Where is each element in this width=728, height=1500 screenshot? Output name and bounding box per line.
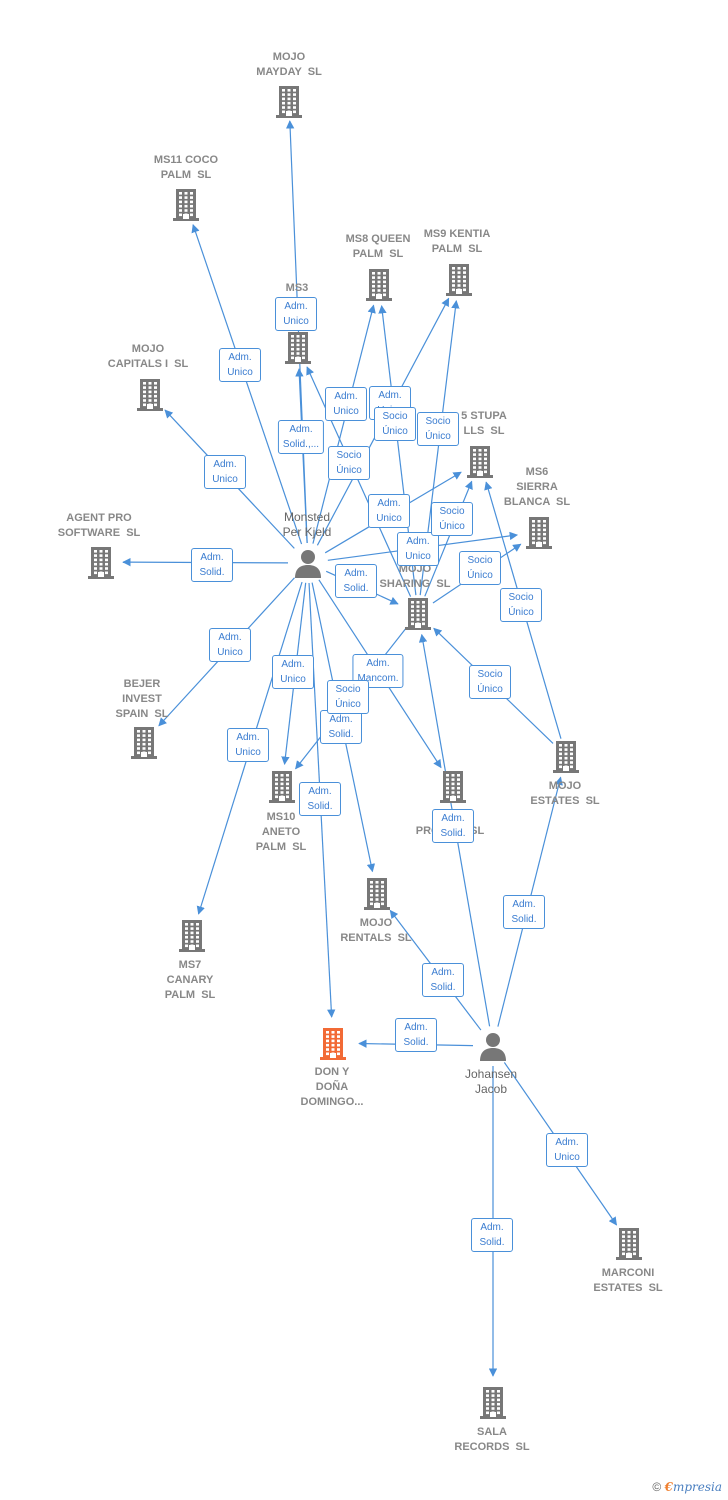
footer-brand: © €mpresia bbox=[652, 1480, 722, 1494]
person-icon[interactable] bbox=[293, 548, 323, 578]
node-label-sala[interactable]: SALA RECORDS SL bbox=[454, 1426, 530, 1453]
relationship-badge: Adm. Unico bbox=[209, 628, 251, 662]
node-label-kentia[interactable]: MS9 KENTIA PALM SL bbox=[423, 228, 491, 255]
relationship-badge: Socio Único bbox=[469, 665, 511, 699]
building-icon[interactable] bbox=[526, 515, 552, 549]
building-icon[interactable] bbox=[553, 739, 579, 773]
building-icon[interactable] bbox=[285, 330, 311, 364]
relationship-badge: Adm. Solid. bbox=[395, 1018, 437, 1052]
relationship-badge: Adm. Unico bbox=[275, 297, 317, 331]
relationship-badge: Adm. Solid. bbox=[432, 809, 474, 843]
building-icon[interactable] bbox=[480, 1385, 506, 1419]
relationship-badge: Socio Único bbox=[459, 551, 501, 585]
edge-monsted-to-coco bbox=[191, 224, 303, 545]
building-icon[interactable] bbox=[364, 876, 390, 910]
building-icon[interactable] bbox=[137, 377, 163, 411]
edge-monsted-to-ms3 bbox=[295, 368, 308, 544]
edge-monsted-to-queen bbox=[312, 304, 376, 544]
relationship-badge: Adm. Unico bbox=[219, 348, 261, 382]
person-icon[interactable] bbox=[478, 1031, 508, 1061]
node-label-sharing[interactable]: MOJO SHARING SL bbox=[379, 563, 451, 590]
node-label-canary[interactable]: MS7 CANARY PALM SL bbox=[164, 959, 216, 1001]
node-label-agent[interactable]: AGENT PRO SOFTWARE SL bbox=[57, 512, 141, 539]
edge-sharing-to-stupa bbox=[424, 480, 473, 597]
node-label-sierra[interactable]: MS6 SIERRA BLANCA SL bbox=[503, 466, 571, 508]
building-icon[interactable] bbox=[179, 918, 205, 952]
relationship-badge: Adm. Solid. bbox=[320, 710, 362, 744]
building-icon[interactable] bbox=[88, 545, 114, 579]
relationship-badge: Adm. Solid. bbox=[299, 782, 341, 816]
relationship-badge: Adm. Unico bbox=[368, 494, 410, 528]
relationship-badge: Socio Único bbox=[417, 412, 459, 446]
relationship-badge: Socio Único bbox=[431, 502, 473, 536]
node-label-monsted[interactable]: Monsted Per Kjeld bbox=[282, 510, 332, 539]
building-icon[interactable] bbox=[405, 596, 431, 630]
node-label-don[interactable]: DON Y DOÑA DOMINGO... bbox=[300, 1066, 364, 1108]
node-label-aneto[interactable]: MS10 ANETO PALM SL bbox=[255, 811, 307, 853]
relationship-badge: Socio Único bbox=[374, 407, 416, 441]
node-label-queen[interactable]: MS8 QUEEN PALM SL bbox=[345, 233, 411, 260]
building-icon[interactable] bbox=[320, 1026, 346, 1060]
node-label-johansen[interactable]: Johansen Jacob bbox=[464, 1067, 518, 1096]
node-label-bejer[interactable]: BEJER INVEST SPAIN SL bbox=[115, 678, 169, 720]
relationship-badge: Adm. Solid. bbox=[422, 963, 464, 997]
relationship-badge: Adm. Solid. bbox=[191, 548, 233, 582]
node-label-stupa[interactable]: 5 STUPA LLS SL bbox=[461, 410, 507, 437]
building-icon[interactable] bbox=[467, 444, 493, 478]
building-icon[interactable] bbox=[131, 725, 157, 759]
building-icon[interactable] bbox=[616, 1226, 642, 1260]
node-label-coco[interactable]: MS11 COCO PALM SL bbox=[153, 154, 219, 181]
node-label-estates[interactable]: MOJO ESTATES SL bbox=[530, 780, 600, 807]
building-icon[interactable] bbox=[269, 769, 295, 803]
building-icon[interactable] bbox=[173, 187, 199, 221]
relationship-badge: Adm. Unico bbox=[397, 532, 439, 566]
relationship-badge: Adm. Solid. bbox=[503, 895, 545, 929]
node-label-rentals[interactable]: MOJO RENTALS SL bbox=[340, 917, 412, 944]
relationship-badge: Socio Único bbox=[500, 588, 542, 622]
relationship-badge: Adm. Unico bbox=[227, 728, 269, 762]
brand-logo: €mpresia bbox=[664, 1480, 722, 1494]
relationship-badge: Socio Único bbox=[327, 680, 369, 714]
relationship-badge: Adm. Unico bbox=[325, 387, 367, 421]
relationship-badge: Socio Único bbox=[328, 446, 370, 480]
relationship-badge: Adm. Solid. bbox=[471, 1218, 513, 1252]
relationship-badge: Adm. Solid.,... bbox=[277, 420, 325, 454]
relationship-badge: Adm. Solid. bbox=[335, 564, 377, 598]
relationship-badge: Adm. Unico bbox=[546, 1133, 588, 1167]
copyright-symbol: © bbox=[652, 1480, 662, 1494]
node-label-capitals[interactable]: MOJO CAPITALS I SL bbox=[107, 343, 189, 370]
node-label-mayday[interactable]: MOJO MAYDAY SL bbox=[256, 51, 322, 78]
building-icon[interactable] bbox=[366, 267, 392, 301]
building-icon[interactable] bbox=[276, 84, 302, 118]
node-label-marconi[interactable]: MARCONI ESTATES SL bbox=[593, 1267, 663, 1294]
relationship-badge: Adm. Unico bbox=[272, 655, 314, 689]
relationship-badge: Adm. Unico bbox=[204, 455, 246, 489]
building-icon[interactable] bbox=[446, 262, 472, 296]
building-icon[interactable] bbox=[440, 769, 466, 803]
edge-sharing-to-ms3 bbox=[306, 366, 412, 597]
